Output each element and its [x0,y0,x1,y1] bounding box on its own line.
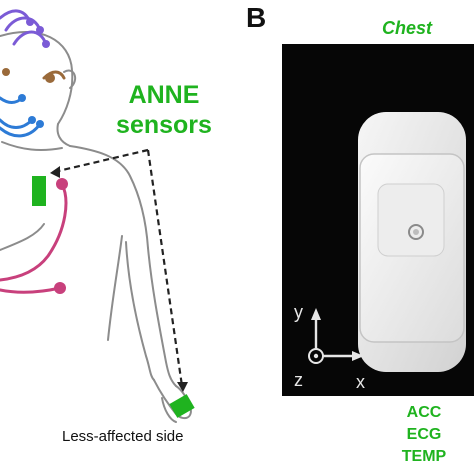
chest-sensor [32,176,46,206]
right-arm-outer [147,247,177,387]
module-top [377,183,445,257]
shoulder-outline [69,145,149,249]
arrowhead-chest [50,166,60,178]
eeg-electrodes [2,18,55,128]
sensor-metrics: ACC ECG TEMP [386,402,462,468]
anne-sensors-label: ANNE sensors [104,80,224,140]
metric-label: TEMP [401,448,447,465]
torso-side [107,235,123,341]
sensor-label-line: ANNE [128,81,200,109]
ecg-electrode-upper [56,178,68,190]
body-illustration [0,9,195,423]
axis-y-label: y [294,302,303,322]
panel-a: ANNE sensors Less-affected side [0,9,224,445]
pointer-arrows [53,148,184,387]
finger-outline-1 [161,397,177,423]
axis-x-label: x [356,372,365,392]
coordinate-axes [314,314,358,358]
axis-z-label: z [294,370,303,390]
eeg-leads [0,9,66,138]
right-hand-outline [153,379,192,420]
sensor-photo: y x z [282,44,474,396]
ecg-electrode-lower [54,282,66,294]
metric-label: ECG [406,426,442,443]
panel-letter: B [246,2,267,33]
chest-line [0,223,45,251]
right-arm-inner [125,241,155,381]
arrowhead-wrist [177,382,188,392]
sensor-photo-graphic: y x z [294,112,466,392]
head-outline [0,31,74,125]
sensor-label-line: sensors [116,111,212,139]
metric-label: ACC [406,404,442,421]
ear-outline [63,69,77,89]
neck-outline [56,123,71,147]
location-label: Chest [382,18,433,38]
clavicle-line [1,141,63,151]
side-caption: Less-affected side [62,428,184,445]
sensor-button [408,224,424,240]
wrist-sensor [169,394,195,418]
